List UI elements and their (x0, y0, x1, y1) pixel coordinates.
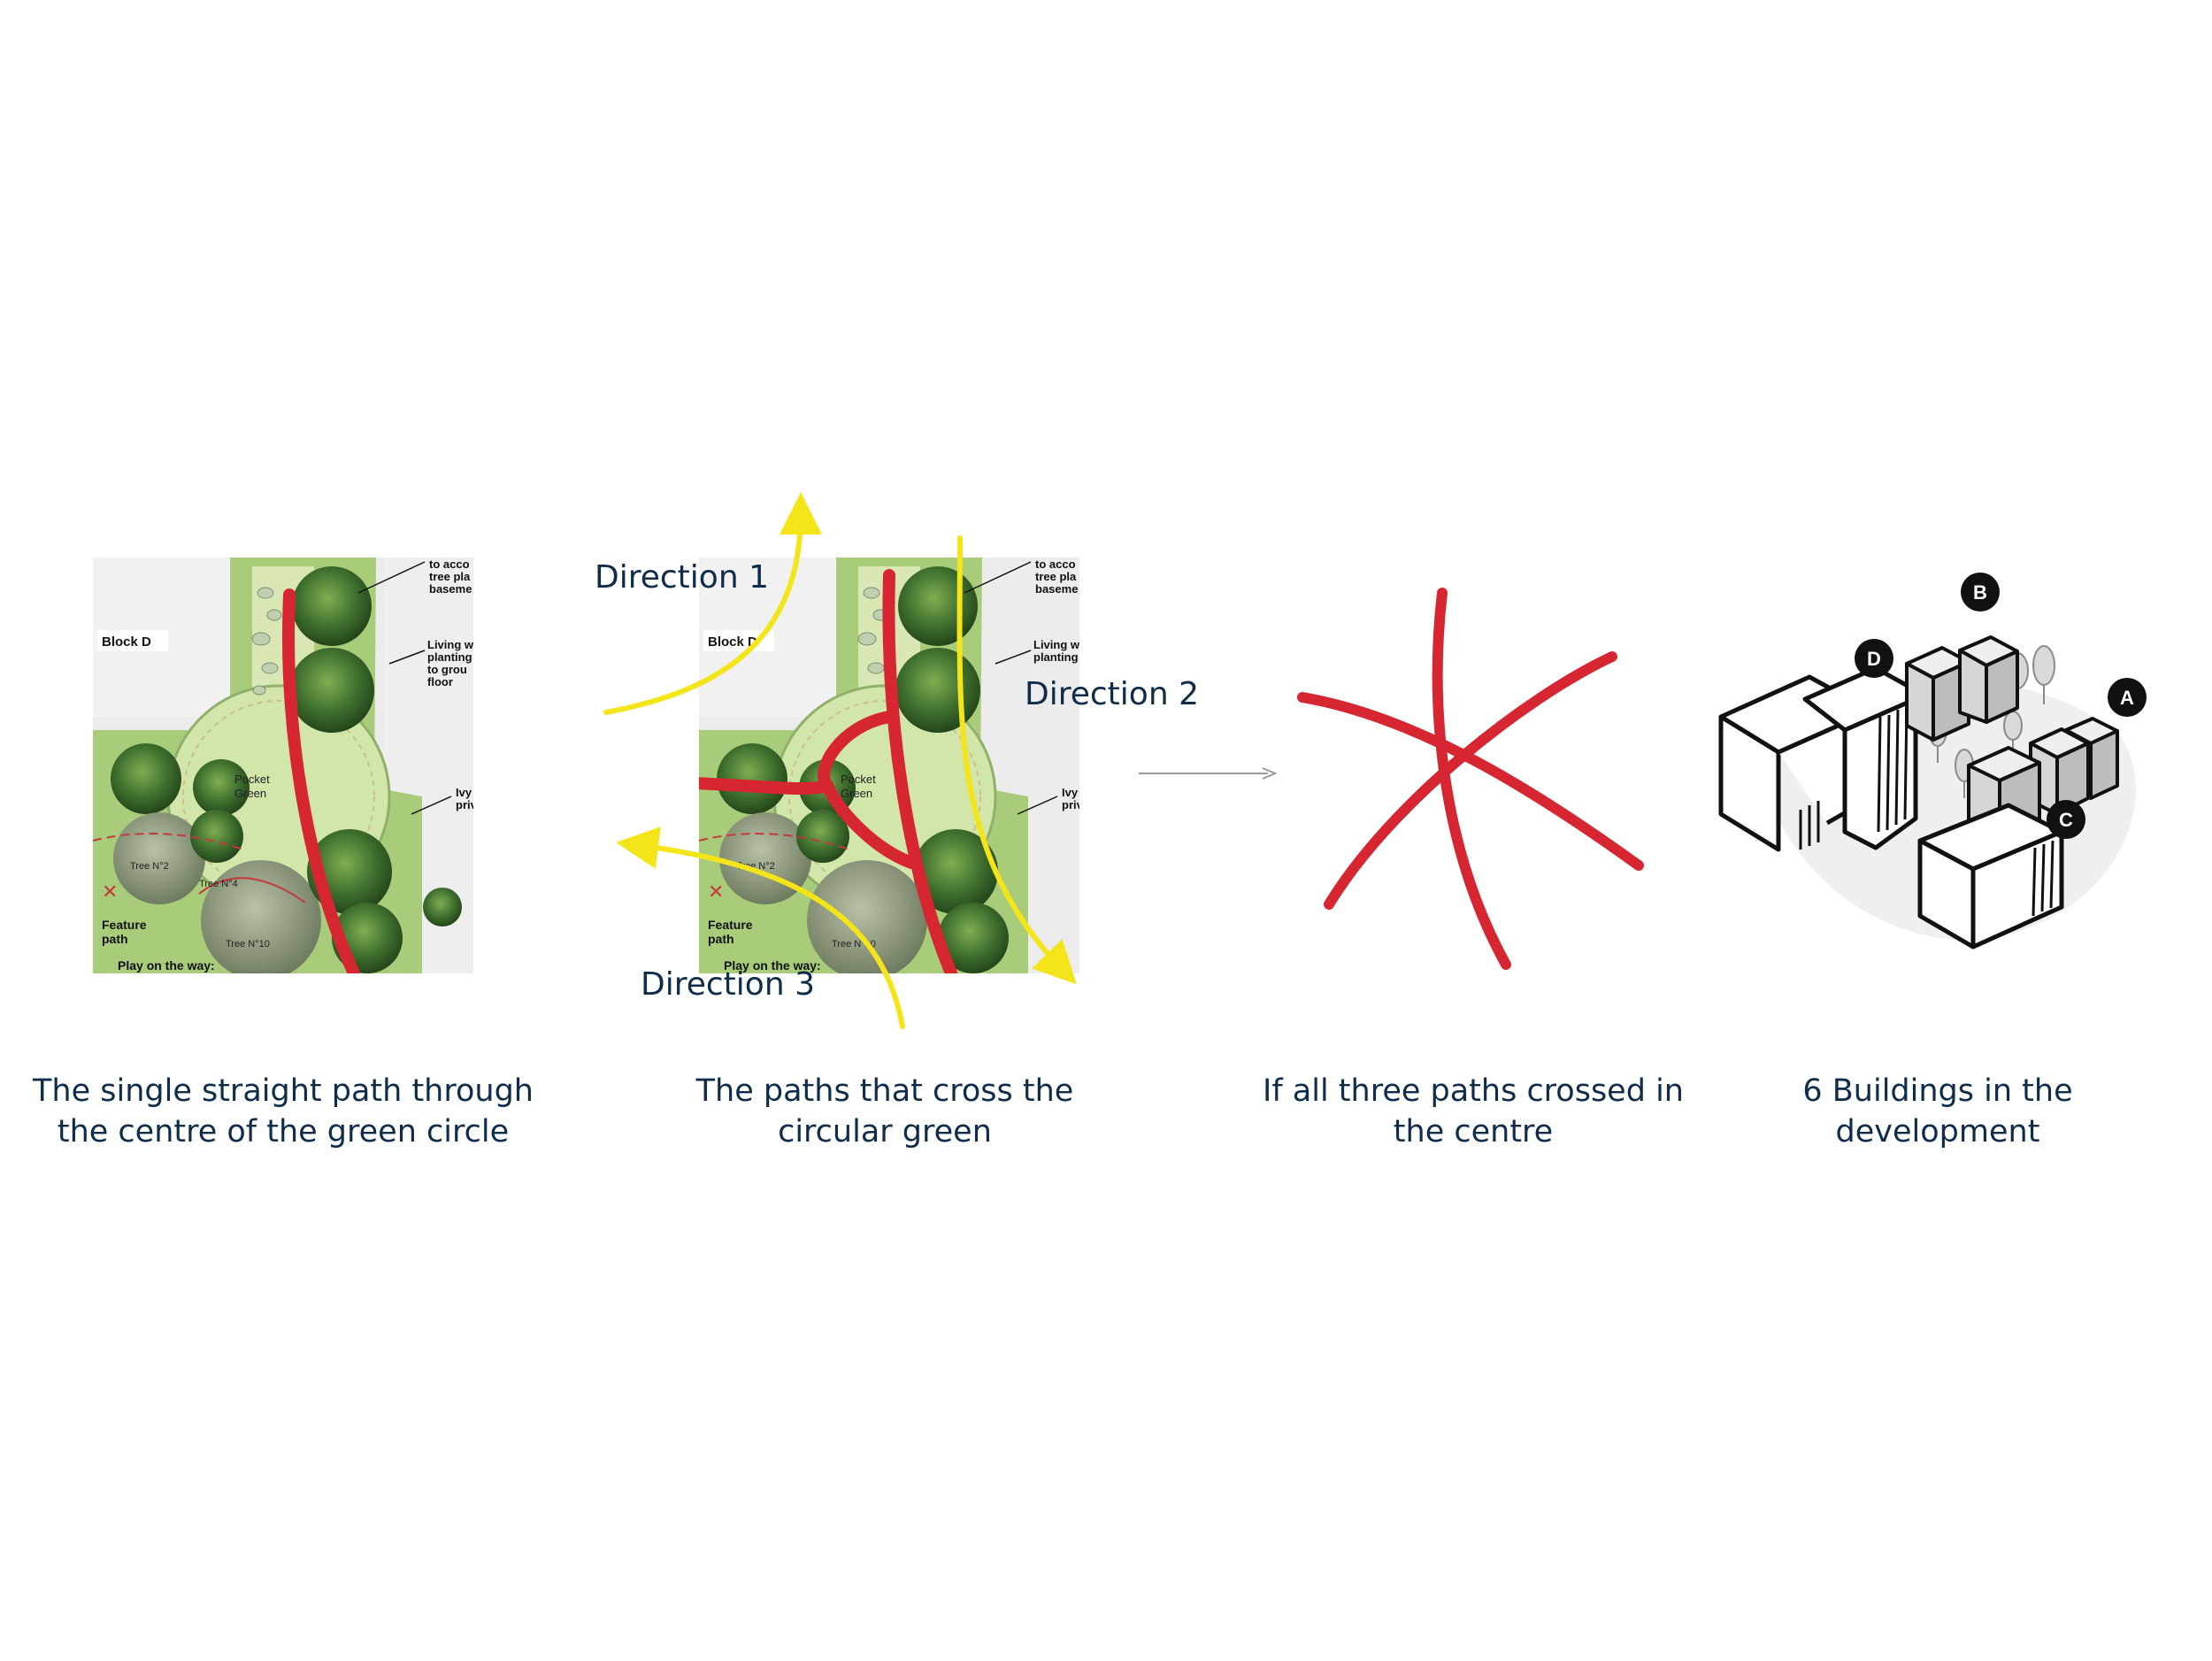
direction-1-arrow (603, 492, 822, 715)
plan2-label-green: Green (841, 787, 872, 800)
plan-label-play: Play on the way: (118, 958, 215, 973)
plan-label-path: path (102, 932, 128, 946)
plan-note-3: baseme (429, 582, 472, 596)
svg-text:C: C (2059, 809, 2073, 831)
plan-tree-label-a: Tree N°2 (130, 861, 169, 872)
marker-c: C (2047, 800, 2085, 839)
plan2-ivy-2: priv (1062, 798, 1079, 811)
plan-tree-label-b: Tree N°10 (226, 939, 270, 950)
caption-three-paths: If all three paths crossed in the centre (1263, 1073, 1684, 1150)
svg-text:✕: ✕ (102, 880, 118, 903)
plan2-label-block-d: Block D (708, 634, 757, 650)
plan2-living-1: Living w (1033, 638, 1079, 651)
cross-path-1 (1432, 588, 1511, 970)
plan2-note-3: baseme (1035, 582, 1078, 596)
plan2-label-feature: Feature (708, 918, 753, 932)
plan-living-3: to grou (427, 663, 467, 676)
svg-text:A: A (2120, 687, 2134, 709)
plan-ivy-1: Ivy (456, 786, 472, 799)
plan-ivy-2: priv (456, 798, 473, 811)
plan2-label-play: Play on the way: (724, 958, 821, 973)
marker-a: A (2108, 678, 2147, 717)
direction-2-arrow (956, 535, 1077, 985)
crossing-path-west (699, 777, 833, 796)
marker-d: D (1855, 639, 1893, 678)
plan-image-straight-path: ✕ Block D Pocket Green Feature path Play… (93, 558, 473, 973)
buildings-sketch: B D A C (1718, 573, 2147, 950)
transition-arrow (1139, 767, 1278, 780)
svg-text:D: D (1867, 648, 1881, 670)
caption-crossing-paths: The paths that cross the circular green (695, 1073, 1074, 1150)
svg-text:B: B (1973, 581, 1987, 604)
plan2-label-pocket: Pocket (841, 773, 876, 786)
direction-1-label: Direction 1 (595, 559, 769, 596)
plan2-note-2: tree pla (1035, 570, 1077, 583)
plan2-label-path: path (708, 932, 734, 946)
direction-3-arrow (616, 827, 905, 1029)
plan-tree-label-c: Tree N°4 (199, 879, 238, 889)
direction-3-label: Direction 3 (641, 966, 815, 1003)
plan-living-4: floor (427, 675, 453, 688)
crossing-path-arc (818, 711, 918, 869)
straight-path-line (281, 588, 360, 973)
crossing-path-vertical (882, 569, 957, 973)
caption-buildings: 6 Buildings in the development (1802, 1073, 2073, 1150)
plan-label-block-d: Block D (102, 634, 151, 650)
plan-label-pocket: Pocket (234, 773, 270, 786)
plan-living-2: planting (427, 650, 472, 664)
svg-text:✕: ✕ (708, 880, 724, 903)
plan-label-feature: Feature (102, 918, 147, 932)
direction-arrows-overlay (603, 492, 1077, 1029)
plan2-living-2: planting (1033, 650, 1079, 664)
cross-path-3 (1324, 651, 1617, 910)
plan2-ivy-1: Ivy (1062, 786, 1079, 799)
plan-image-crossing-paths: ✕ Block D Pocket Green Feature path Play… (699, 558, 1079, 973)
plan-note-1: to acco (429, 558, 470, 571)
plan-living-1: Living w (427, 638, 473, 651)
three-paths-crossing-diagram (1297, 588, 1644, 970)
caption-straight-path: The single straight path through the cen… (33, 1073, 534, 1150)
plan-label-green: Green (234, 787, 266, 800)
plan-note-2: tree pla (429, 570, 471, 583)
cross-path-2 (1297, 692, 1644, 871)
marker-b: B (1961, 573, 2000, 611)
plan2-note-1: to acco (1035, 558, 1076, 571)
direction-2-label: Direction 2 (1025, 676, 1199, 712)
